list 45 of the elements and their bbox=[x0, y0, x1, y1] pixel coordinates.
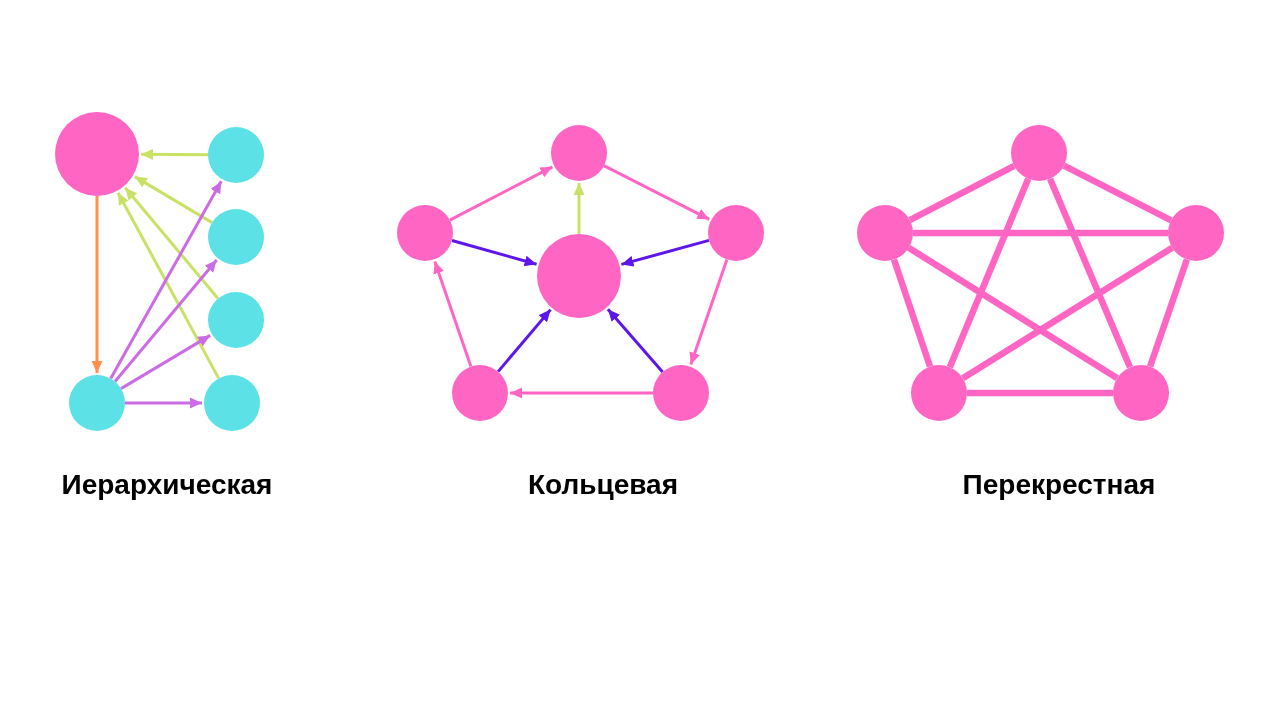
network-node bbox=[208, 127, 264, 183]
arrow bbox=[603, 164, 710, 221]
network-node bbox=[69, 375, 125, 431]
connector-line bbox=[961, 245, 1174, 381]
connector-line bbox=[1062, 162, 1173, 224]
arrow bbox=[141, 148, 208, 160]
connector-line bbox=[913, 229, 1168, 237]
arrow bbox=[124, 186, 220, 300]
arrow bbox=[120, 334, 211, 390]
network-node bbox=[1011, 125, 1067, 181]
network-node bbox=[208, 209, 264, 265]
connector-line bbox=[1147, 258, 1190, 368]
arrow bbox=[621, 238, 710, 267]
topology-caption: Кольцевая bbox=[528, 467, 678, 501]
arrow bbox=[496, 308, 552, 373]
network-node bbox=[857, 205, 913, 261]
arrow bbox=[125, 397, 202, 409]
arrow bbox=[510, 387, 653, 399]
network-node bbox=[452, 365, 508, 421]
arrow bbox=[433, 260, 473, 367]
arrow bbox=[689, 259, 729, 366]
arrow bbox=[451, 239, 537, 267]
arrow bbox=[91, 196, 103, 373]
connector-line bbox=[967, 389, 1113, 397]
network-node bbox=[1168, 205, 1224, 261]
arrow bbox=[134, 175, 213, 224]
topology-caption: Перекрестная bbox=[962, 467, 1156, 501]
network-node bbox=[208, 292, 264, 348]
network-node bbox=[708, 205, 764, 261]
arrow bbox=[449, 165, 554, 222]
arrow bbox=[113, 259, 218, 383]
network-node bbox=[911, 365, 967, 421]
connector-line bbox=[890, 258, 934, 368]
network-node bbox=[204, 375, 260, 431]
network-node bbox=[653, 365, 709, 421]
connector-line bbox=[1047, 177, 1133, 369]
connector-line bbox=[946, 177, 1032, 369]
network-node bbox=[1113, 365, 1169, 421]
network-node bbox=[551, 125, 607, 181]
arrow bbox=[606, 308, 664, 373]
network-node bbox=[397, 205, 453, 261]
arrow bbox=[573, 183, 585, 234]
connector-line bbox=[906, 245, 1120, 381]
connector-line bbox=[908, 163, 1016, 223]
topology-caption: Иерархическая bbox=[61, 467, 273, 501]
